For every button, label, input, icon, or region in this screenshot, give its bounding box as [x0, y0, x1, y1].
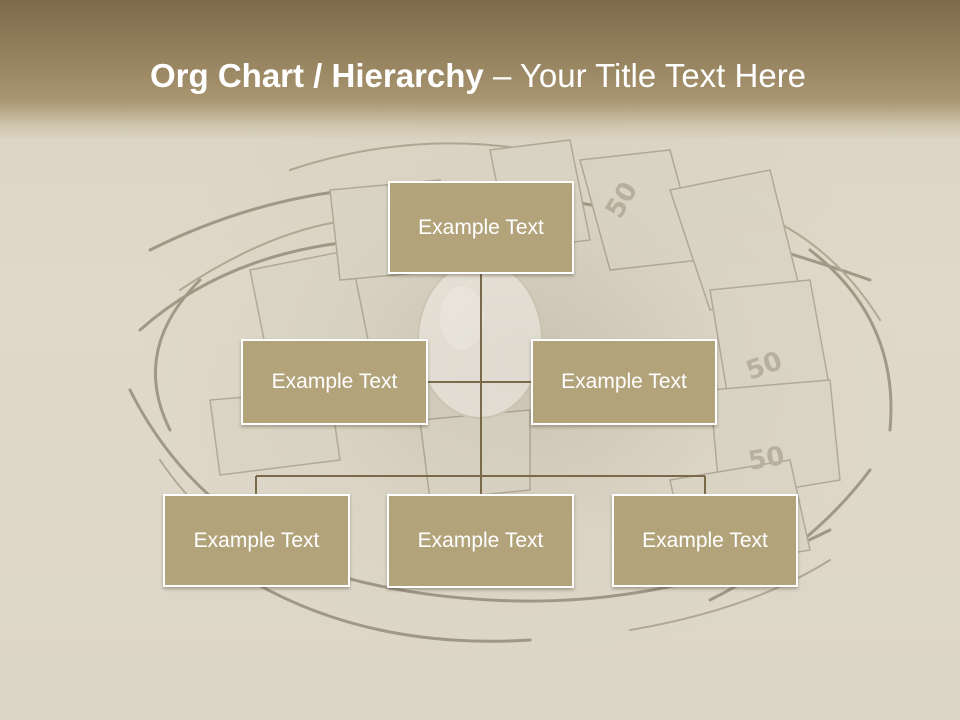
org-node-child-right[interactable]: Example Text — [612, 494, 798, 587]
org-node-label: Example Text — [193, 528, 320, 552]
org-node-root-label: Example Text — [418, 215, 544, 239]
slide-title: Org Chart / Hierarchy – Your Title Text … — [150, 52, 930, 100]
svg-text:50: 50 — [746, 441, 787, 477]
org-node-root[interactable]: Example Text — [388, 181, 574, 274]
org-node-label: Example Text — [271, 370, 398, 393]
org-node-label: Example Text — [417, 529, 544, 552]
org-node-child-center[interactable]: Example Text — [387, 494, 574, 588]
org-node-assistant-right[interactable]: Example Text — [531, 339, 717, 425]
header-band — [0, 0, 960, 140]
org-node-assistant-left[interactable]: Example Text — [241, 339, 428, 425]
org-node-label: Example Text — [642, 528, 768, 552]
title-rest-part: Your Title Text Here — [519, 57, 807, 94]
org-node-label: Example Text — [561, 370, 687, 393]
title-bold-part: Org Chart / Hierarchy — [150, 57, 484, 94]
org-node-child-left[interactable]: Example Text — [163, 494, 350, 587]
title-separator: – — [483, 57, 520, 94]
